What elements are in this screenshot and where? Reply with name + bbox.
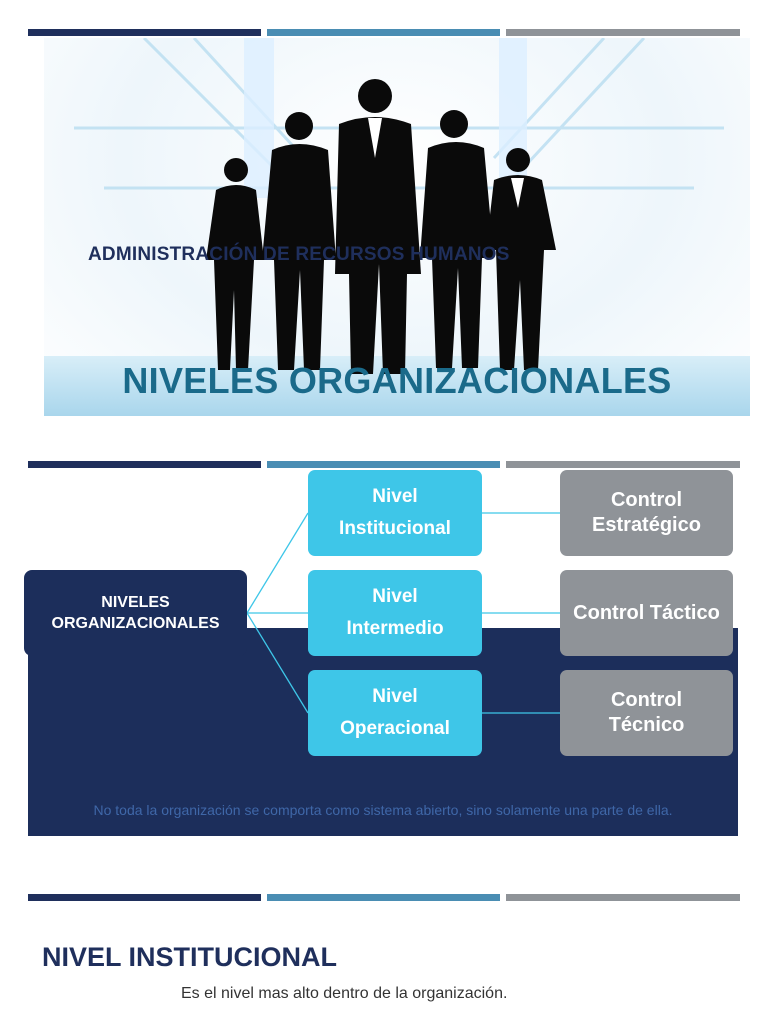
header-bar-navy bbox=[28, 461, 261, 468]
slide-note: No toda la organización se comporta como… bbox=[93, 802, 673, 818]
header-bar-blue bbox=[267, 29, 500, 36]
header-bar-blue bbox=[267, 894, 500, 901]
section-heading: NIVEL INSTITUCIONAL bbox=[42, 942, 338, 972]
node-control-tactico: Control Táctico bbox=[560, 570, 733, 656]
course-subtitle: ADMINISTRACIÓN DE RECURSOS HUMANOS bbox=[88, 244, 510, 265]
header-bar-gray bbox=[506, 461, 740, 468]
node-control-tecnico: Control Técnico bbox=[560, 670, 733, 756]
root-node-niveles: NIVELES ORGANIZACIONALES bbox=[24, 570, 247, 656]
node-control-estrategico: Control Estratégico bbox=[560, 470, 733, 556]
header-bar-gray bbox=[506, 894, 740, 901]
node-nivel-intermedio: Nivel Intermedio bbox=[308, 570, 482, 656]
slide-title: NIVELES ORGANIZACIONALES bbox=[122, 360, 672, 401]
node-nivel-operacional: Nivel Operacional bbox=[308, 670, 482, 756]
header-bar-navy bbox=[28, 29, 261, 36]
business-team-image bbox=[44, 38, 750, 416]
header-bar-navy bbox=[28, 894, 261, 901]
header-bar-blue bbox=[267, 461, 500, 468]
slide-header-bars bbox=[28, 29, 740, 36]
node-nivel-institucional: Nivel Institucional bbox=[308, 470, 482, 556]
section-body-text: Es el nivel mas alto dentro de la organi… bbox=[181, 985, 508, 1002]
slide-header-bars bbox=[28, 461, 740, 468]
slide-header-bars bbox=[28, 894, 740, 901]
header-bar-gray bbox=[506, 29, 740, 36]
